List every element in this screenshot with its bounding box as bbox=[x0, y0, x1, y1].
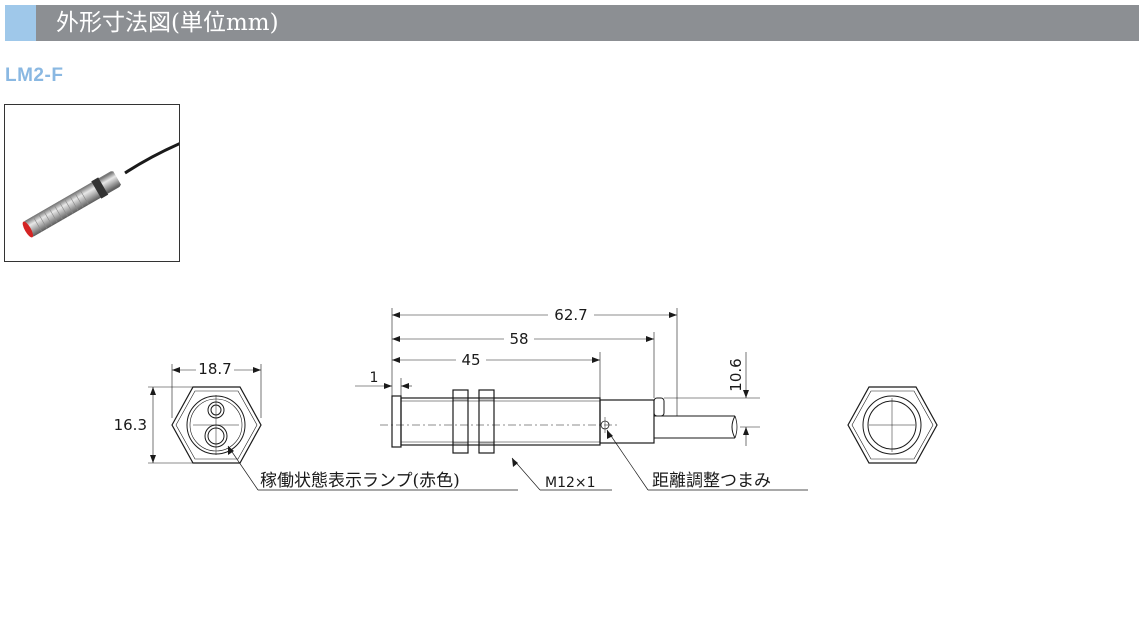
dim-hex-height: 16.3 bbox=[114, 416, 147, 434]
dim-thread-length: 45 bbox=[461, 351, 480, 369]
dim-hex-width: 18.7 bbox=[198, 360, 231, 378]
callout-thread-spec: M12×1 bbox=[545, 475, 596, 491]
header-accent-bar bbox=[5, 5, 36, 41]
callout-distance-knob: 距離調整つまみ bbox=[652, 471, 771, 491]
left-hex-view bbox=[148, 364, 262, 464]
product-photo bbox=[4, 104, 182, 262]
dim-cable-height: 10.6 bbox=[727, 358, 745, 391]
callout-indicator-lamp: 稼働状態表示ランプ(赤色) bbox=[260, 471, 460, 491]
dim-tip-offset: 1 bbox=[370, 370, 379, 386]
sensor-side-view bbox=[355, 308, 760, 454]
section-header: 外形寸法図(単位mm) bbox=[5, 5, 1139, 41]
right-hex-view bbox=[847, 386, 938, 464]
dim-total-length: 62.7 bbox=[554, 306, 587, 324]
dim-body-length: 58 bbox=[509, 330, 528, 348]
page-title: 外形寸法図(単位mm) bbox=[56, 10, 279, 36]
model-name: LM2-F bbox=[5, 65, 64, 86]
